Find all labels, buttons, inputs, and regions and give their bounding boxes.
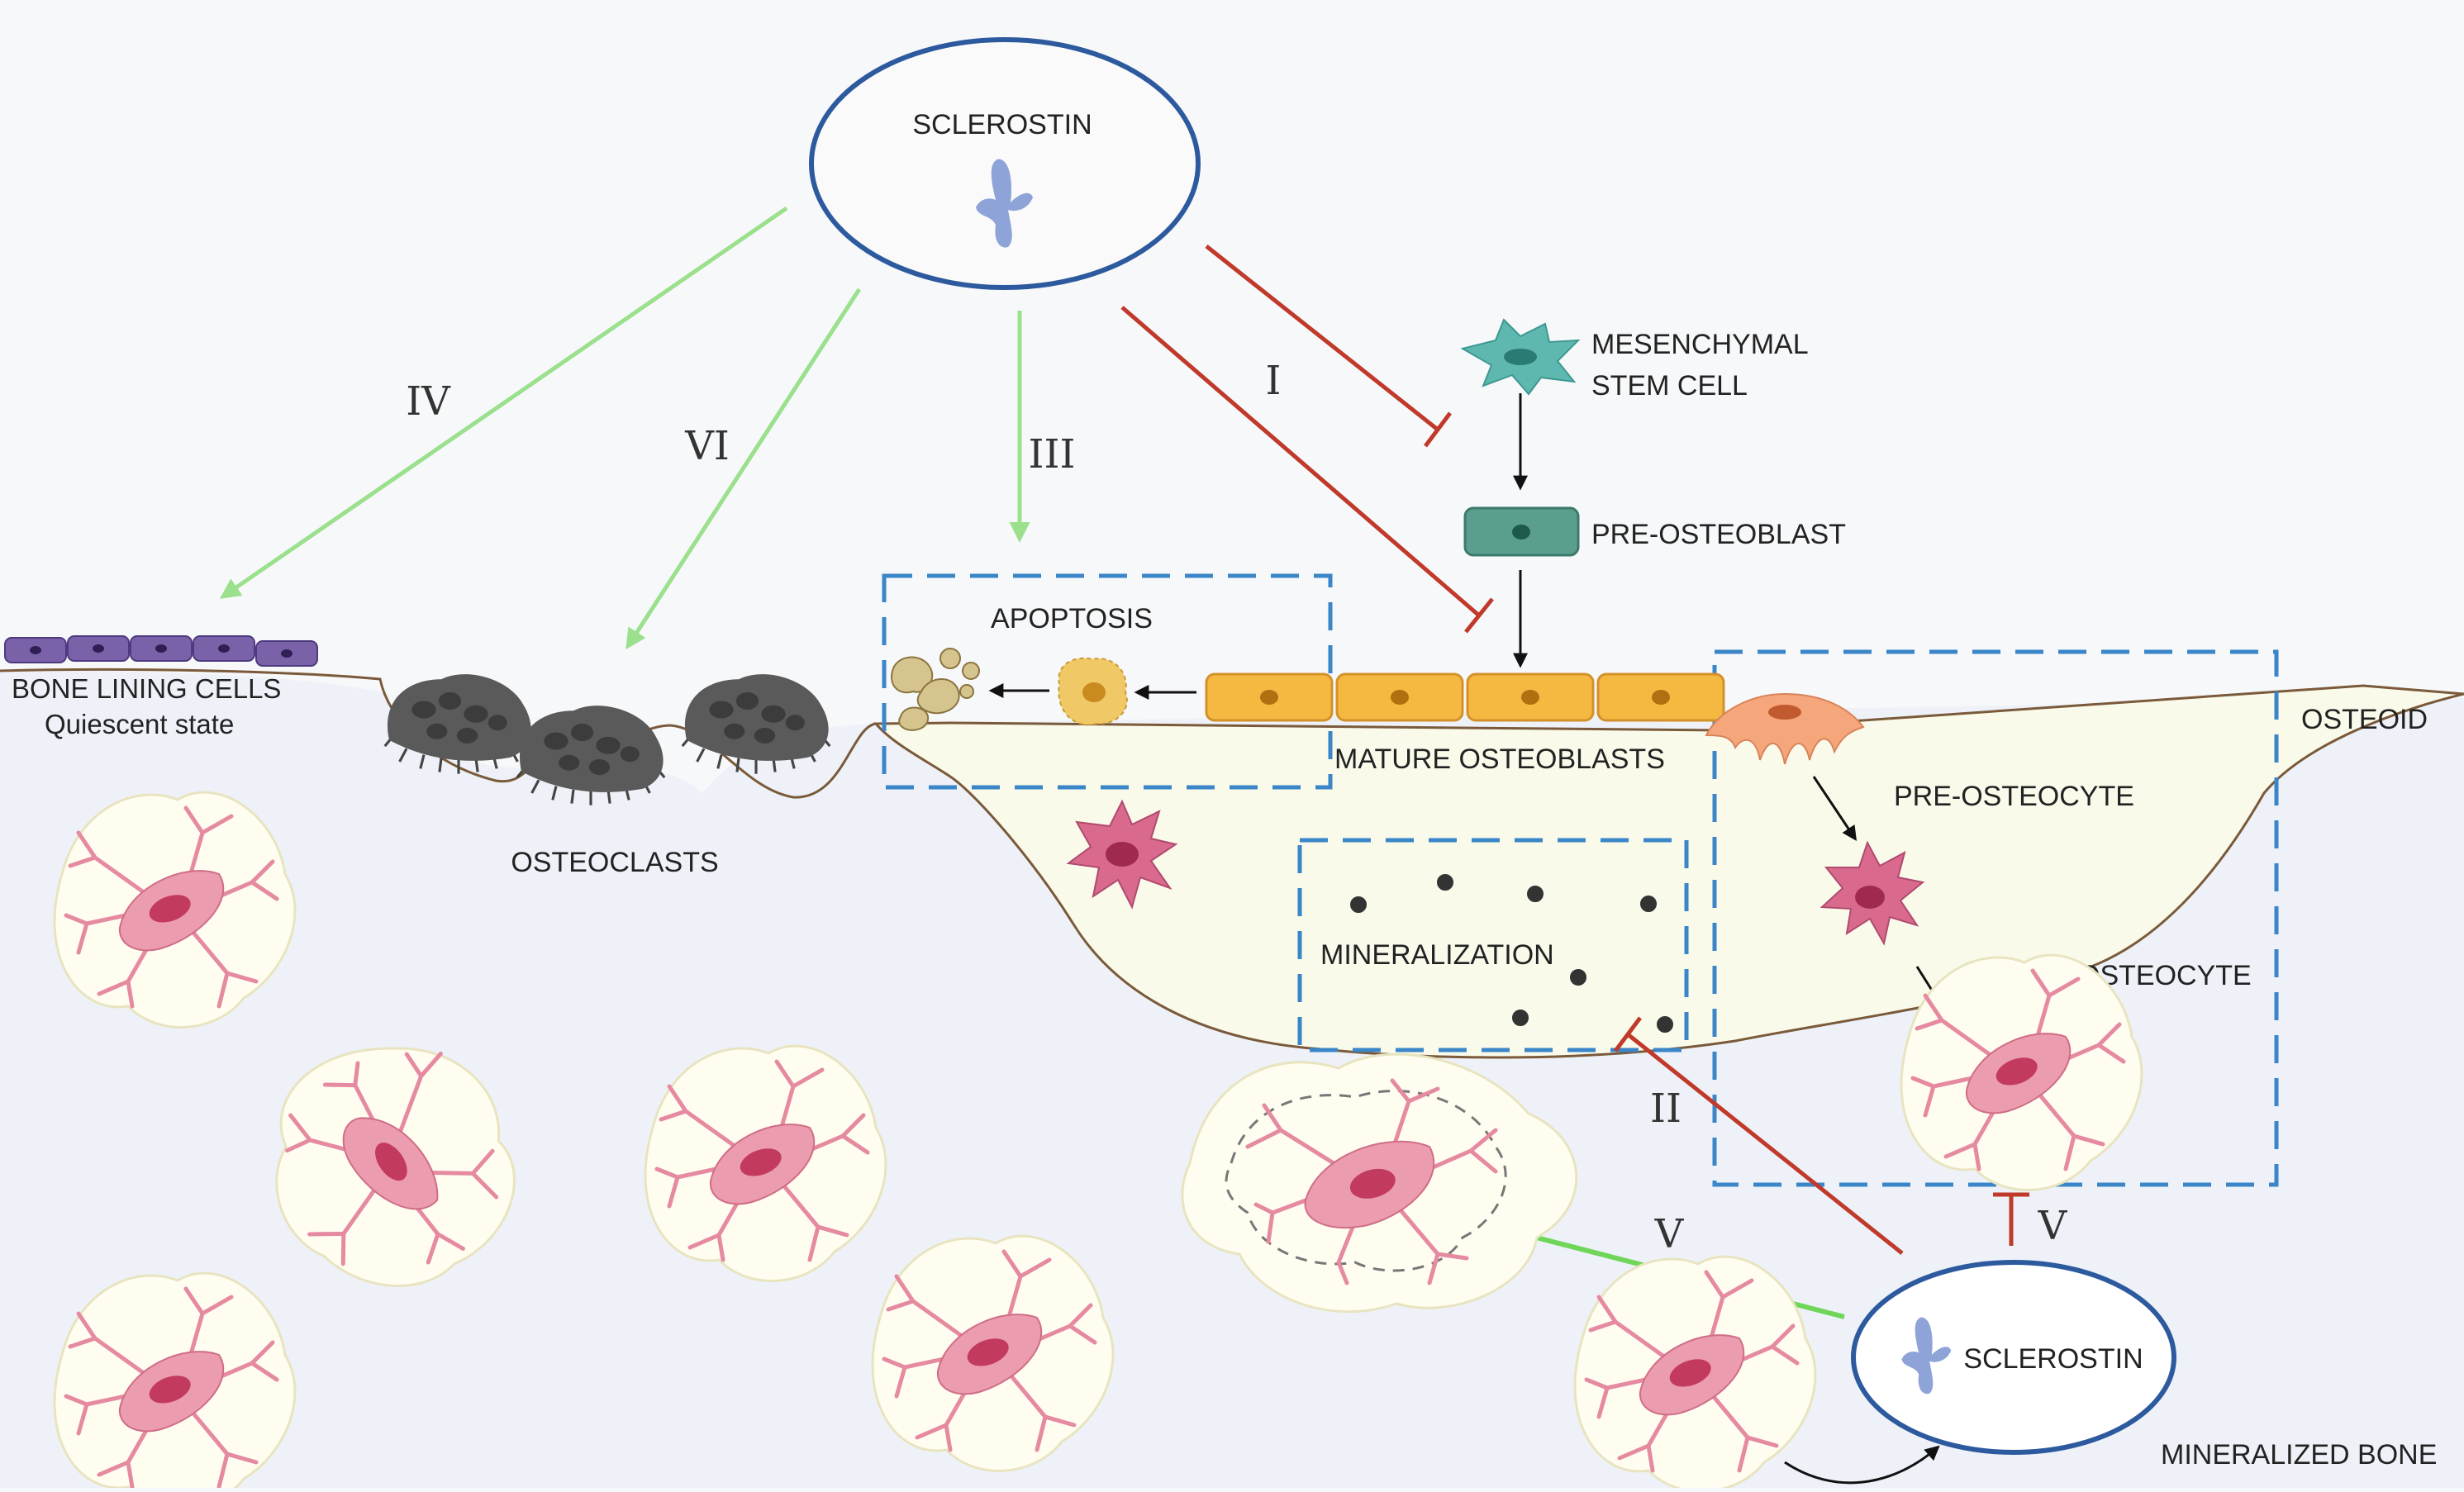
mineralization-box [1297, 838, 1689, 1052]
pathway-i-inhibition [1120, 306, 1494, 634]
embedded-cell-icon [1066, 799, 1178, 910]
pathway-ii-inhibition [1614, 1016, 1904, 1255]
apoptotic-bodies-icon [891, 648, 980, 731]
apoptosis-label: APOPTOSIS [991, 603, 1153, 634]
pathway-label-iii: III [1029, 431, 1076, 478]
apoptosis-box [882, 573, 1333, 790]
mineralization-label: MINERALIZATION [1320, 939, 1554, 971]
bone-lining-label-line2: Quiescent state [45, 709, 234, 739]
pathway-iv-arrow [219, 206, 788, 599]
osteoclasts-label: OSTEOCLASTS [511, 847, 718, 878]
osteocyte-box [1712, 649, 2279, 1187]
mineralized-bone-label: MINERALIZED BONE [2161, 1439, 2437, 1471]
mineral-crystals [1350, 874, 1673, 1033]
pathway-label-ii: II [1650, 1086, 1682, 1132]
mature-osteoblasts [1205, 672, 1725, 722]
inhibition-to-pre-osteoblast [1205, 245, 1452, 448]
osteocyte-icon [55, 1273, 295, 1488]
pathway-label-v-green: V [1654, 1211, 1685, 1257]
remodeling-osteocyte-icon [1181, 1052, 1578, 1314]
sclerostin-bottom-label: SCLEROSTIN [1963, 1343, 2143, 1375]
mesenchymal-stem-cell-icon [1460, 318, 1581, 396]
mesenchymal-label-line2: STEM CELL [1591, 370, 1748, 402]
pathway-label-iv: IV [406, 378, 451, 425]
flattening-osteoblast-icon [1705, 692, 1865, 765]
pre-osteocyte-label: PRE-OSTEOCYTE [1894, 781, 2134, 812]
pre-osteoblast-label: PRE-OSTEOBLAST [1591, 519, 1846, 550]
pathway-label-vi: VI [684, 423, 730, 469]
pre-osteoblast-icon [1463, 506, 1580, 557]
pathway-vi-arrow [626, 287, 862, 650]
bone-lining-label-line1: BONE LINING CELLS [12, 673, 281, 704]
osteoid-label: OSTEOID [2301, 704, 2428, 735]
pathway-label-v-red: V [2038, 1203, 2068, 1249]
pathway-v-inhibition [1993, 1192, 2029, 1246]
mesenchymal-label-line1: MESENCHYMAL [1591, 329, 1809, 360]
pre-osteocyte-icon [1819, 840, 1925, 946]
sclerostin-top-label: SCLEROSTIN [912, 109, 1092, 140]
pathway-label-i: I [1266, 358, 1282, 404]
apoptotic-osteoblast-icon [1058, 657, 1128, 726]
ob-to-preosteocyte-arrow [1812, 776, 1857, 841]
osteocyte-to-sclerostin-arrow [1784, 1445, 1940, 1485]
sclerostin-bottom-ellipse [1851, 1260, 2176, 1455]
mature-osteoblasts-label: MATURE OSTEOBLASTS [1334, 744, 1665, 775]
